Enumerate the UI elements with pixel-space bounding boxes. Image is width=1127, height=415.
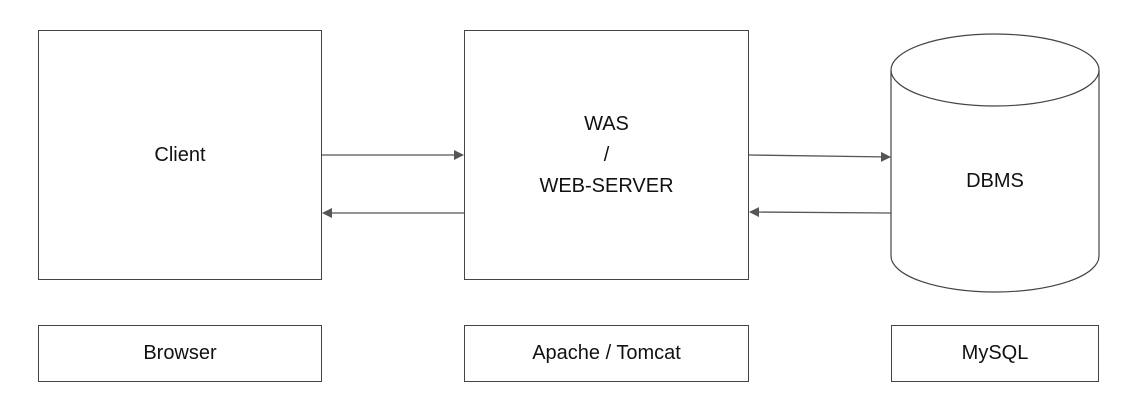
dbms-cylinder-body — [890, 70, 1100, 293]
arrow-dbms-to-was — [749, 207, 892, 218]
browser-label-box: Browser — [38, 325, 322, 382]
dbms-label: DBMS — [966, 170, 1024, 192]
was-label: WAS / WEB-SERVER — [539, 109, 673, 202]
was-label-line2: / — [603, 143, 610, 166]
was-label-line3: WEB-SERVER — [539, 174, 674, 197]
client-box: Client — [38, 30, 322, 280]
apache-tomcat-label: Apache / Tomcat — [532, 342, 681, 364]
apache-tomcat-label-box: Apache / Tomcat — [464, 325, 749, 382]
client-label: Client — [154, 143, 206, 166]
dbms-cylinder — [890, 33, 1100, 293]
was-web-server-box: WAS / WEB-SERVER — [464, 30, 749, 280]
was-label-line1: WAS — [584, 112, 629, 135]
browser-label: Browser — [143, 342, 217, 364]
arrow-was-to-dbms — [748, 151, 891, 162]
mysql-label: MySQL — [961, 342, 1029, 364]
mysql-label-box: MySQL — [891, 325, 1099, 382]
dbms-cylinder-top — [890, 33, 1100, 107]
